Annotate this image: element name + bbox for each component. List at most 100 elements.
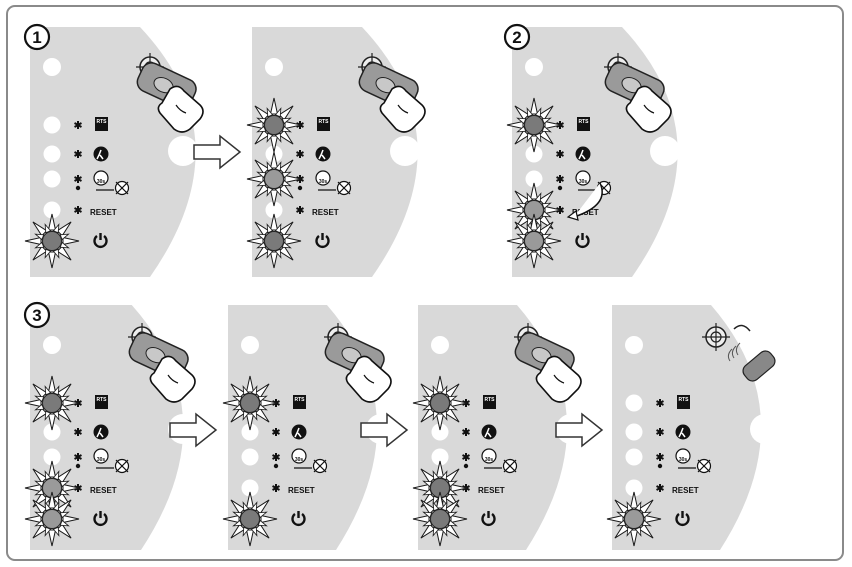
timer-icon: 30s xyxy=(291,448,307,464)
timer-icon: 30s xyxy=(315,170,331,186)
pressing-hand-icon xyxy=(535,355,582,403)
pressing-hand-icon xyxy=(157,85,204,133)
asterisk-icon xyxy=(74,453,82,461)
power-icon xyxy=(675,511,690,526)
step-number-circle: 1 xyxy=(23,23,51,51)
asterisk-icon xyxy=(296,150,304,158)
blinking-led-icon xyxy=(246,213,302,269)
row-led xyxy=(625,423,643,441)
pressing-hand-icon xyxy=(345,355,392,403)
timer-label: 30s xyxy=(97,457,106,463)
step-number: 2 xyxy=(512,28,521,47)
next-arrow-icon xyxy=(555,412,604,448)
rts-radio-icon: RTS xyxy=(483,395,496,409)
remote-control-icon xyxy=(324,323,392,403)
remote-control-icon xyxy=(128,323,196,403)
reset-label: RESET xyxy=(672,486,699,495)
asterisk-icon xyxy=(296,206,304,214)
rts-radio-icon: RTS xyxy=(677,395,690,409)
reset-label: RESET xyxy=(478,486,505,495)
blinking-led-icon xyxy=(246,97,302,153)
status-led xyxy=(43,336,61,354)
blinking-led-icon xyxy=(606,491,662,547)
pedestrian-icon xyxy=(575,146,591,162)
timer-label: 30s xyxy=(579,179,588,185)
pressing-hand-icon xyxy=(149,355,196,403)
reset-label: RESET xyxy=(288,486,315,495)
blinking-led-icon xyxy=(412,375,468,431)
no-timer-icon xyxy=(114,458,130,474)
reset-label: RESET xyxy=(90,486,117,495)
rts-radio-icon: RTS xyxy=(317,117,330,131)
rts-radio-icon: RTS xyxy=(577,117,590,131)
timer-label: 30s xyxy=(679,457,688,463)
timer-icon: 30s xyxy=(481,448,497,464)
row-dot xyxy=(75,463,81,469)
curved-arrow-icon xyxy=(573,182,603,218)
row-led xyxy=(625,479,643,497)
timer-label: 30s xyxy=(97,179,106,185)
status-led xyxy=(241,336,259,354)
rts-label: RTS xyxy=(97,119,108,125)
no-timer-icon xyxy=(336,180,352,196)
row-led xyxy=(241,448,259,466)
blinking-led-icon xyxy=(24,213,80,269)
asterisk-icon xyxy=(74,150,82,158)
pedestrian-icon xyxy=(93,146,109,162)
pedestrian-icon xyxy=(675,424,691,440)
power-icon xyxy=(481,511,496,526)
asterisk-icon xyxy=(462,453,470,461)
row-led xyxy=(625,394,643,412)
asterisk-icon xyxy=(656,453,664,461)
asterisk-icon xyxy=(74,206,82,214)
curved-arrow-icon xyxy=(566,209,579,221)
asterisk-icon xyxy=(272,453,280,461)
remote-control-icon xyxy=(514,323,582,403)
sensor-window xyxy=(168,136,198,166)
row-dot xyxy=(463,463,469,469)
no-timer-icon xyxy=(502,458,518,474)
timer-icon: 30s xyxy=(575,170,591,186)
sensor-window xyxy=(390,136,420,166)
asterisk-icon xyxy=(272,428,280,436)
timer-label: 30s xyxy=(295,457,304,463)
blinking-led-icon xyxy=(506,213,562,269)
row-led xyxy=(525,170,543,188)
power-icon xyxy=(291,511,306,526)
status-led xyxy=(265,58,283,76)
asterisk-icon xyxy=(74,121,82,129)
asterisk-icon xyxy=(656,428,664,436)
blinking-led-icon xyxy=(24,491,80,547)
row-dot xyxy=(657,463,663,469)
pedestrian-icon xyxy=(315,146,331,162)
power-icon xyxy=(575,233,590,248)
rts-label: RTS xyxy=(679,397,690,403)
timer-icon: 30s xyxy=(93,448,109,464)
target-crosshair-icon xyxy=(702,323,730,351)
asterisk-icon xyxy=(556,150,564,158)
asterisk-icon xyxy=(74,175,82,183)
remote-control-icon xyxy=(604,53,672,133)
row-led xyxy=(43,145,61,163)
row-led xyxy=(43,423,61,441)
status-led xyxy=(431,336,449,354)
no-timer-icon xyxy=(696,458,712,474)
blinking-led-icon xyxy=(412,491,468,547)
reset-label: RESET xyxy=(312,208,339,217)
remote-control-icon xyxy=(702,323,776,382)
row-led xyxy=(431,423,449,441)
row-led xyxy=(241,479,259,497)
row-dot xyxy=(273,463,279,469)
pedestrian-icon xyxy=(93,424,109,440)
asterisk-icon xyxy=(462,428,470,436)
row-led xyxy=(241,423,259,441)
power-icon xyxy=(93,233,108,248)
reset-label: RESET xyxy=(90,208,117,217)
row-dot xyxy=(75,185,81,191)
status-led xyxy=(625,336,643,354)
rts-label: RTS xyxy=(485,397,496,403)
rts-label: RTS xyxy=(295,397,306,403)
